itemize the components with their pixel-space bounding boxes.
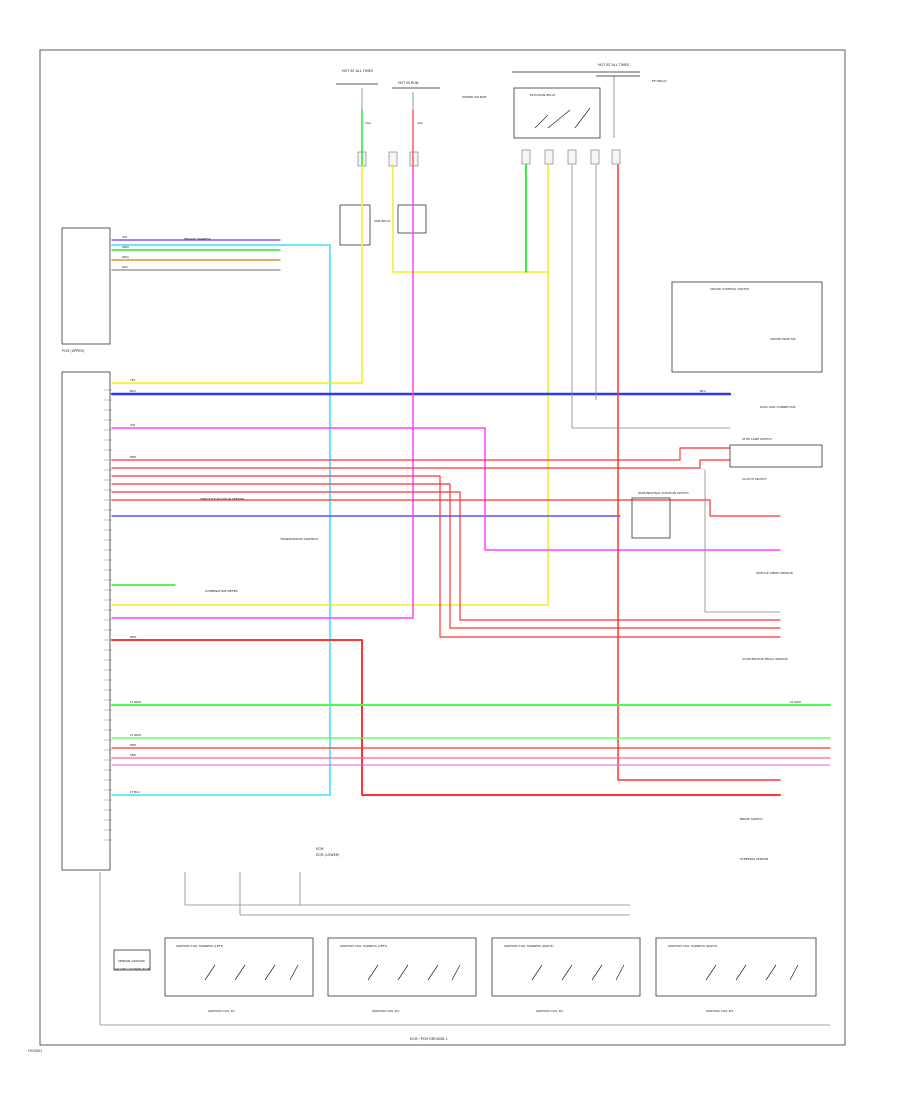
wire-yellow-1 — [111, 164, 363, 384]
coil-harness-4-label: IGNITION COIL HARNESS (RIGHT) — [668, 944, 718, 948]
ecm-main-relay-label: ECM MAIN RELAY — [530, 93, 556, 97]
coil-box-3 — [491, 937, 641, 997]
pcm-upper-label: PCM (UPPER) — [62, 349, 85, 353]
ecm-main-block — [61, 371, 111, 871]
page-code: FIG0001 — [28, 1049, 42, 1053]
combination-meter-label: COMBINATION METER — [205, 589, 238, 593]
wire-gray-3 — [704, 469, 781, 613]
svg-text:RED: RED — [130, 635, 137, 639]
ground-dist-label: GROUND DISTRIBUTION — [114, 967, 150, 971]
svg-text:ORG: ORG — [122, 255, 129, 259]
svg-text:VIO: VIO — [130, 423, 136, 427]
fuse-a-label: 15A — [365, 121, 372, 125]
diagram-frame — [39, 49, 846, 1046]
coil-box-2 — [327, 937, 477, 997]
fuse-label-3: HOT AT ALL TIMES — [598, 63, 629, 67]
sub-relay-box — [339, 204, 371, 246]
top-power-section: HOT AT ALL TIMES HOT IN RUN POWER SOURCE… — [336, 63, 667, 155]
throttle-label: THROTTLE POSITION SENSOR — [199, 497, 244, 501]
fuse-label-1: HOT AT ALL TIMES — [342, 69, 373, 73]
fuse-label-2: HOT IN RUN — [398, 81, 419, 85]
coil-3-label: IGNITION COIL #3 — [536, 1009, 563, 1013]
ecm-lower-label: ECM (LOWER) — [316, 853, 340, 857]
transmission-label: TRANSMISSION CONTROL — [279, 537, 319, 541]
svg-text:LT GRN: LT GRN — [130, 733, 141, 737]
wire-red-1 — [111, 447, 731, 461]
svg-text:GRN: GRN — [122, 245, 129, 249]
svg-text:BLU: BLU — [130, 389, 136, 393]
wire-group — [110, 109, 831, 796]
wire-red-2 — [111, 459, 731, 469]
wire-red-4 — [111, 483, 781, 629]
ecm-main-label: ECM — [316, 847, 324, 851]
sub-relay-label: SUB RELAY — [374, 219, 391, 223]
relay-2-box — [397, 204, 427, 234]
wire-magenta-1 — [111, 427, 781, 551]
cruise-main-label: CRUISE MAIN SW — [770, 337, 796, 341]
wire-red-3 — [111, 475, 781, 638]
pcm-upper-block — [61, 227, 111, 345]
right-components: CRUISE CONTROL SWITCH CRUISE MAIN SW DAT… — [631, 281, 823, 861]
coil-harness-2-label: IGNITION COIL HARNESS (LEFT) — [340, 944, 387, 948]
steering-sensor-label: STEERING SENSOR — [740, 857, 768, 861]
wire-yellow-2 — [392, 164, 549, 273]
svg-text:LT GRN: LT GRN — [130, 700, 141, 704]
wire-magenta-2 — [111, 164, 414, 619]
svg-text:LT BLU: LT BLU — [130, 790, 140, 794]
engine-harness-label: ENGINE HARNESS — [184, 237, 211, 241]
wire-red-6 — [111, 499, 781, 517]
power-source-label: POWER SOURCE — [462, 95, 487, 99]
relay-side-label: EFI RELAY — [652, 79, 667, 83]
svg-text:PNK: PNK — [130, 753, 137, 757]
coil-1-label: IGNITION COIL #1 — [208, 1009, 235, 1013]
vss-label: VEHICLE SPEED SENSOR — [756, 571, 793, 575]
accel-sensor-label: ACCELERATOR PEDAL SENSOR — [742, 657, 788, 661]
brake-switch-label: BRAKE SWITCH — [740, 817, 763, 821]
upper-connector-pins — [357, 149, 621, 167]
wire-gray-1 — [571, 164, 731, 429]
park-neutral-box — [631, 497, 671, 539]
wire-red-big — [111, 639, 781, 796]
fuse-b-label: 10A — [417, 121, 424, 125]
svg-text:VIO: VIO — [122, 235, 128, 239]
svg-text:GRY: GRY — [122, 265, 128, 269]
coil-2-label: IGNITION COIL #2 — [372, 1009, 399, 1013]
wire-red-5 — [111, 491, 781, 621]
wire-cyan — [111, 244, 331, 796]
svg-text:LT GRN: LT GRN — [790, 700, 801, 704]
coil-harness-1-label: IGNITION COIL HARNESS (LEFT) — [176, 944, 223, 948]
svg-text:RED: RED — [130, 743, 137, 747]
stoplamp-label: STOP LAMP SWITCH — [742, 437, 772, 441]
coil-box-1 — [164, 937, 314, 997]
coil-4-label: IGNITION COIL #4 — [706, 1009, 733, 1013]
stoplamp-box — [729, 444, 823, 468]
sensor-ground-label: SENSOR GROUND — [118, 959, 146, 963]
svg-text:YEL: YEL — [130, 378, 136, 382]
wire-yellow-3 — [111, 271, 549, 606]
coil-harness-3-label: IGNITION COIL HARNESS (RIGHT) — [504, 944, 554, 948]
bottom-caption: ECM / PCM GROUND 1 — [410, 1037, 448, 1041]
ecm-main-relay-box — [513, 87, 601, 139]
svg-text:BLU: BLU — [700, 389, 706, 393]
coil-box-4 — [655, 937, 817, 997]
bottom-ground-section: IGNITION COIL HARNESS (LEFT) IGNITION CO… — [99, 872, 830, 1026]
wire-red-right — [617, 164, 781, 781]
cruise-switch-box — [671, 281, 823, 373]
clutch-label: CLUTCH SWITCH — [742, 477, 767, 481]
sensor-ground-box — [113, 949, 151, 971]
park-neutral-label: PARK/NEUTRAL POSITION SWITCH — [638, 491, 689, 495]
wire-tags: VIO GRN ORG GRY YEL BLU VIO RED RED LT G… — [122, 235, 801, 794]
data-link-label: DATA LINK CONNECTOR — [760, 405, 796, 409]
cruise-switch-label: CRUISE CONTROL SWITCH — [710, 287, 749, 291]
ecm-pin-ticks — [104, 389, 112, 841]
svg-text:RED: RED — [130, 455, 137, 459]
